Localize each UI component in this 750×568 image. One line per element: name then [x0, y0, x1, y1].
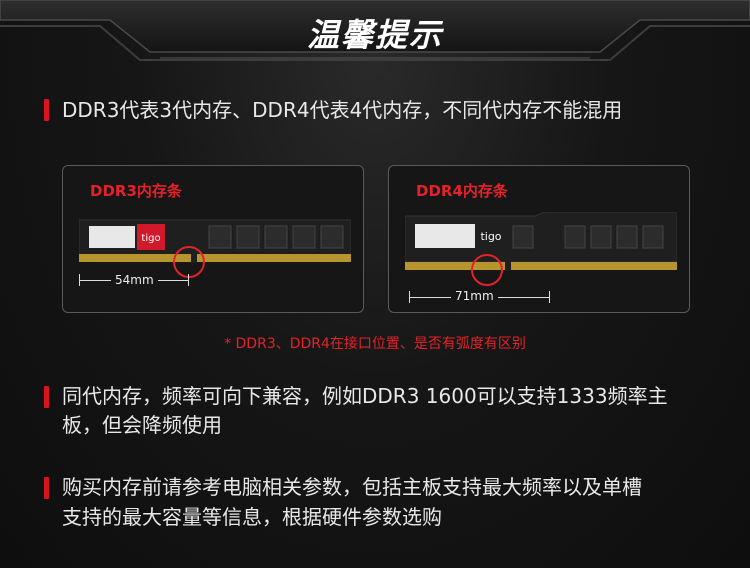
ddr3-measure-label: 54mm — [111, 273, 158, 287]
tip-line-2a: 同代内存，频率可向下兼容，例如DDR3 1600可以支持1333频率主 — [62, 384, 668, 408]
ddr4-measure-label: 71mm — [451, 289, 498, 303]
bullet-2 — [44, 386, 49, 408]
ddr4-panel-title: DDR4内存条 — [416, 182, 508, 200]
ddr4-brand-label: tigo — [480, 230, 501, 243]
tip-line-3b: 支持的最大容量等信息，根据硬件参数选购 — [62, 505, 442, 529]
ddr4-panel: DDR4内存条 tigo 71mm — [388, 165, 690, 313]
tip-line-1: DDR3代表3代内存、DDR4代表4代内存，不同代内存不能混用 — [62, 98, 623, 122]
header-banner — [0, 0, 750, 61]
ddr3-brand-label: tigo — [141, 233, 160, 244]
ddr3-notch-highlight-circle — [173, 246, 205, 278]
ddr3-ram-stick-image: tigo — [79, 219, 351, 263]
ddr4-ram-stick-image: tigo — [405, 212, 677, 271]
tip-line-3a: 购买内存前请参考电脑相关参数，包括主板支持最大频率以及单槽 — [62, 475, 642, 499]
ddr3-panel: DDR3内存条 tigo 54mm — [62, 165, 364, 313]
ddr4-notch-highlight-circle — [471, 254, 503, 286]
bullet-3 — [44, 477, 49, 499]
tip-line-2b: 板，但会降频使用 — [62, 413, 222, 437]
difference-note: * DDR3、DDR4在接口位置、是否有弧度有区别 — [224, 336, 526, 352]
ddr3-panel-title: DDR3内存条 — [90, 182, 182, 200]
page-title: 温馨提示 — [306, 16, 443, 54]
bullet-1 — [44, 99, 49, 121]
